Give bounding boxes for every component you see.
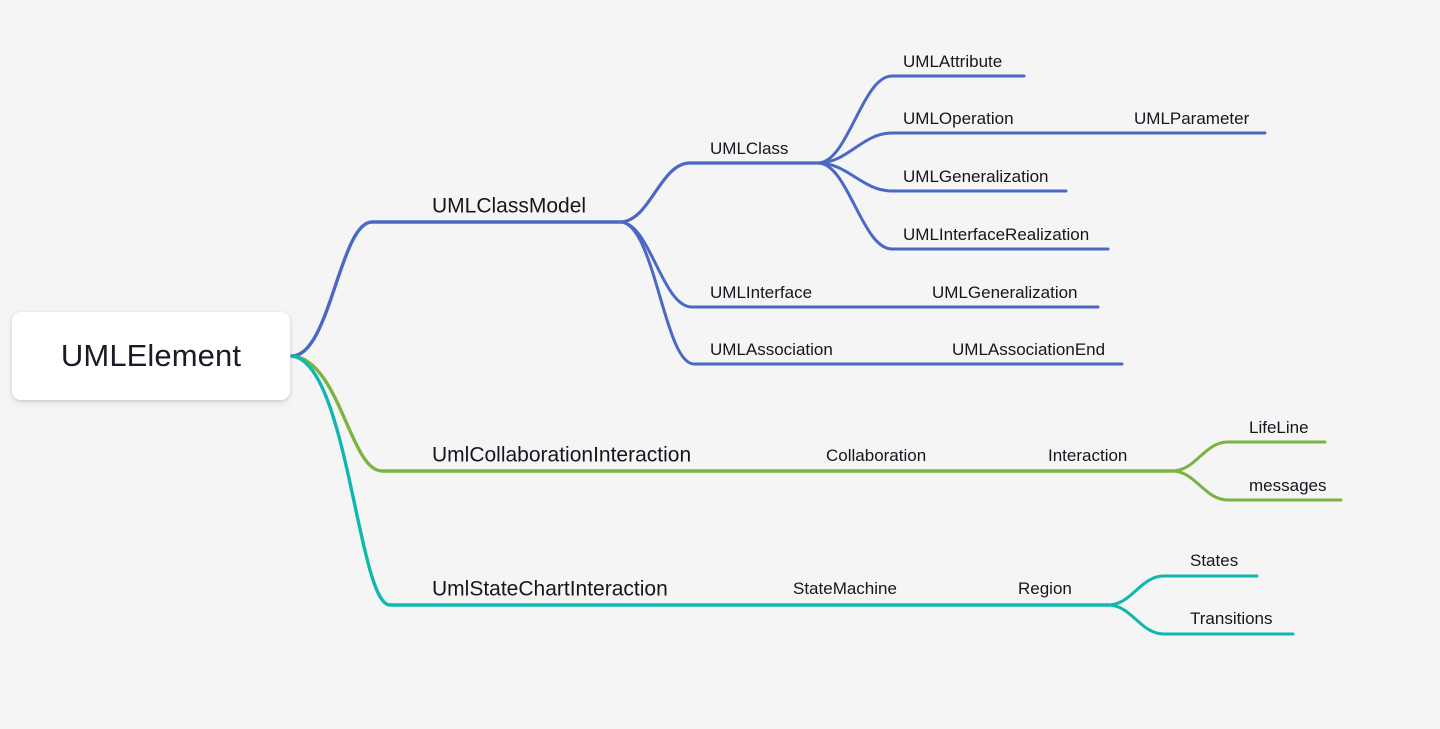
node-label-interaction[interactable]: Interaction <box>1048 445 1128 465</box>
node-label-uml-association[interactable]: UMLAssociation <box>710 339 833 359</box>
edge-class-to-operation <box>816 131 1267 165</box>
node-label-lifeline[interactable]: LifeLine <box>1249 417 1309 437</box>
root-node[interactable]: UMLElement <box>12 312 290 400</box>
root-node-label: UMLElement <box>60 338 242 373</box>
node-label-uml-generalization-class[interactable]: UMLGeneralization <box>903 166 1049 186</box>
node-label-uml-attribute[interactable]: UMLAttribute <box>903 51 1003 71</box>
node-label-uml-parameter[interactable]: UMLParameter <box>1134 108 1250 128</box>
node-label-messages[interactable]: messages <box>1249 475 1327 495</box>
node-label-uml-collaboration-interaction[interactable]: UmlCollaborationInteraction <box>432 443 692 467</box>
node-label-region[interactable]: Region <box>1018 578 1072 598</box>
node-label-collaboration[interactable]: Collaboration <box>826 445 927 465</box>
node-label-transitions[interactable]: Transitions <box>1190 608 1273 628</box>
edge-root-to-collaboration-interaction <box>290 354 1174 473</box>
edge-interaction-to-lifeline <box>1170 440 1327 473</box>
node-label-uml-class-model[interactable]: UMLClassModel <box>432 194 587 218</box>
edge-root-to-state-chart-interaction <box>290 354 1110 607</box>
node-label-uml-state-chart-interaction[interactable]: UmlStateChartInteraction <box>432 577 668 601</box>
node-label-uml-association-end[interactable]: UMLAssociationEnd <box>952 339 1106 359</box>
node-label-state-machine[interactable]: StateMachine <box>793 578 897 598</box>
node-label-uml-class[interactable]: UMLClass <box>710 138 789 158</box>
node-label-uml-interface[interactable]: UMLInterface <box>710 282 813 302</box>
node-label-uml-interface-realization[interactable]: UMLInterfaceRealization <box>903 224 1090 244</box>
edge-region-to-states <box>1106 574 1259 607</box>
node-label-states[interactable]: States <box>1190 550 1239 570</box>
edge-class-model-to-class <box>618 161 820 224</box>
edge-root-to-class-model <box>290 220 622 358</box>
node-label-uml-operation[interactable]: UMLOperation <box>903 108 1014 128</box>
node-label-uml-generalization-interface[interactable]: UMLGeneralization <box>932 282 1078 302</box>
